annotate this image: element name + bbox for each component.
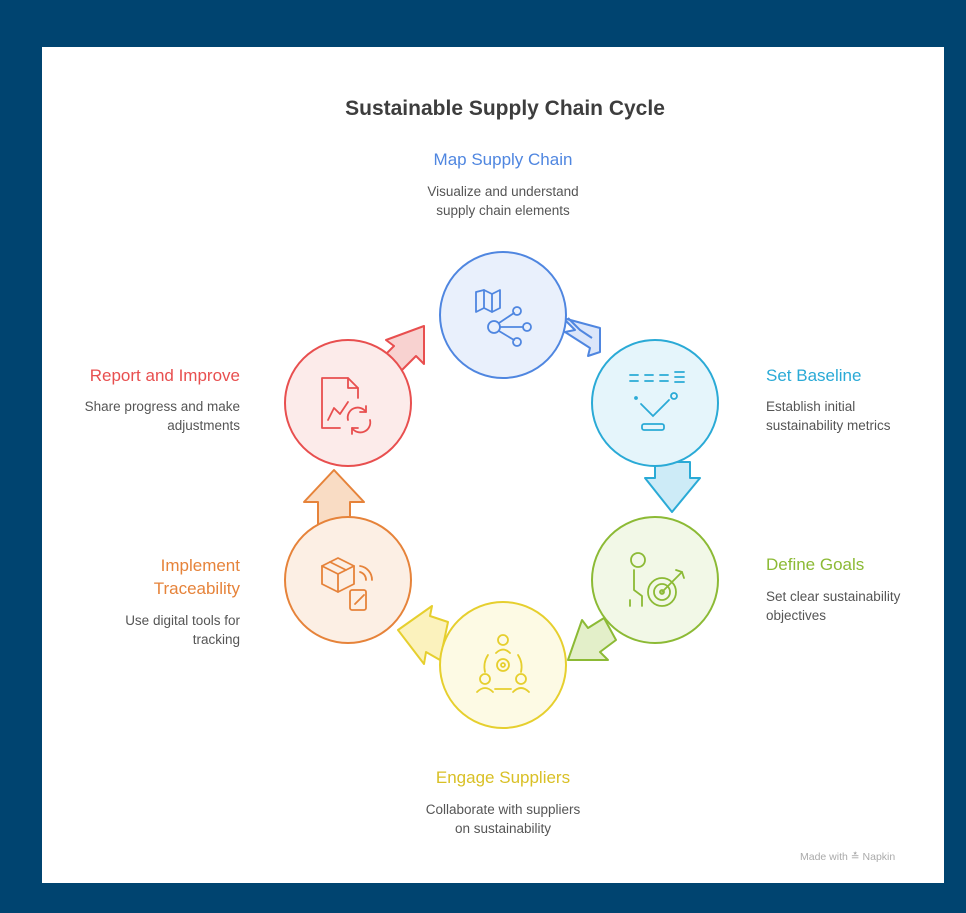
stage-desc-suppliers: Collaborate with suppliers on sustainabi… xyxy=(353,800,653,838)
desc-line: supply chain elements xyxy=(436,203,570,218)
package-signal-icon xyxy=(321,557,373,611)
stage-desc-map: Visualize and understand supply chain el… xyxy=(353,182,653,220)
diagram-title: Sustainable Supply Chain Cycle xyxy=(345,97,665,120)
arrow-map-to-baseline xyxy=(562,317,601,357)
stage-desc-report: Share progress and make adjustments xyxy=(40,397,240,435)
report-refresh-icon xyxy=(321,377,372,435)
napkin-logo-icon: ≛ xyxy=(850,851,860,863)
desc-line: Share progress and make xyxy=(84,399,240,414)
stage-title-baseline: Set Baseline xyxy=(766,366,862,385)
frame-edge xyxy=(20,876,42,913)
stage-title-goals: Define Goals xyxy=(766,555,865,574)
desc-line: objectives xyxy=(766,608,827,623)
stage-circle-baseline xyxy=(591,339,719,467)
stage-circle-suppliers xyxy=(439,601,567,729)
diagram-card xyxy=(42,47,944,883)
arrow-suppliers-to-traceability xyxy=(397,605,449,665)
stage-title-report: Report and Improve xyxy=(89,366,240,385)
stage-title-traceability: Implement Traceability xyxy=(60,554,240,600)
desc-line: Set clear sustainability xyxy=(766,589,901,604)
stage-desc-goals: Set clear sustainability objectives xyxy=(766,587,936,625)
stage-circle-traceability xyxy=(284,516,412,644)
title-line: Implement xyxy=(160,556,240,575)
stage-circle-map xyxy=(439,251,567,379)
stage-desc-baseline: Establish initial sustainability metrics xyxy=(766,397,936,435)
desc-line: tracking xyxy=(192,632,240,647)
napkin-brand: Napkin xyxy=(862,851,896,863)
title-line: Traceability xyxy=(153,579,240,598)
arrow-baseline-to-goals xyxy=(644,461,701,513)
made-with-napkin[interactable]: Made with ≛ Napkin xyxy=(800,851,895,863)
desc-line: adjustments xyxy=(167,418,240,433)
person-target-icon xyxy=(629,552,685,607)
desc-line: sustainability metrics xyxy=(766,418,891,433)
stage-title-suppliers: Engage Suppliers xyxy=(435,768,571,787)
stage-title-map: Map Supply Chain xyxy=(433,150,573,169)
map-network-icon xyxy=(475,289,532,347)
desc-line: Use digital tools for xyxy=(125,613,240,628)
metrics-check-icon xyxy=(629,371,685,431)
made-with-label: Made with xyxy=(800,851,848,863)
desc-line: Visualize and understand xyxy=(427,184,579,199)
desc-line: on sustainability xyxy=(454,821,552,836)
desc-line: Collaborate with suppliers xyxy=(425,802,581,817)
desc-line: Establish initial xyxy=(766,399,856,414)
stage-desc-traceability: Use digital tools for tracking xyxy=(60,611,240,649)
collaboration-gear-icon xyxy=(476,634,530,693)
arrow-goals-to-suppliers xyxy=(567,617,617,661)
